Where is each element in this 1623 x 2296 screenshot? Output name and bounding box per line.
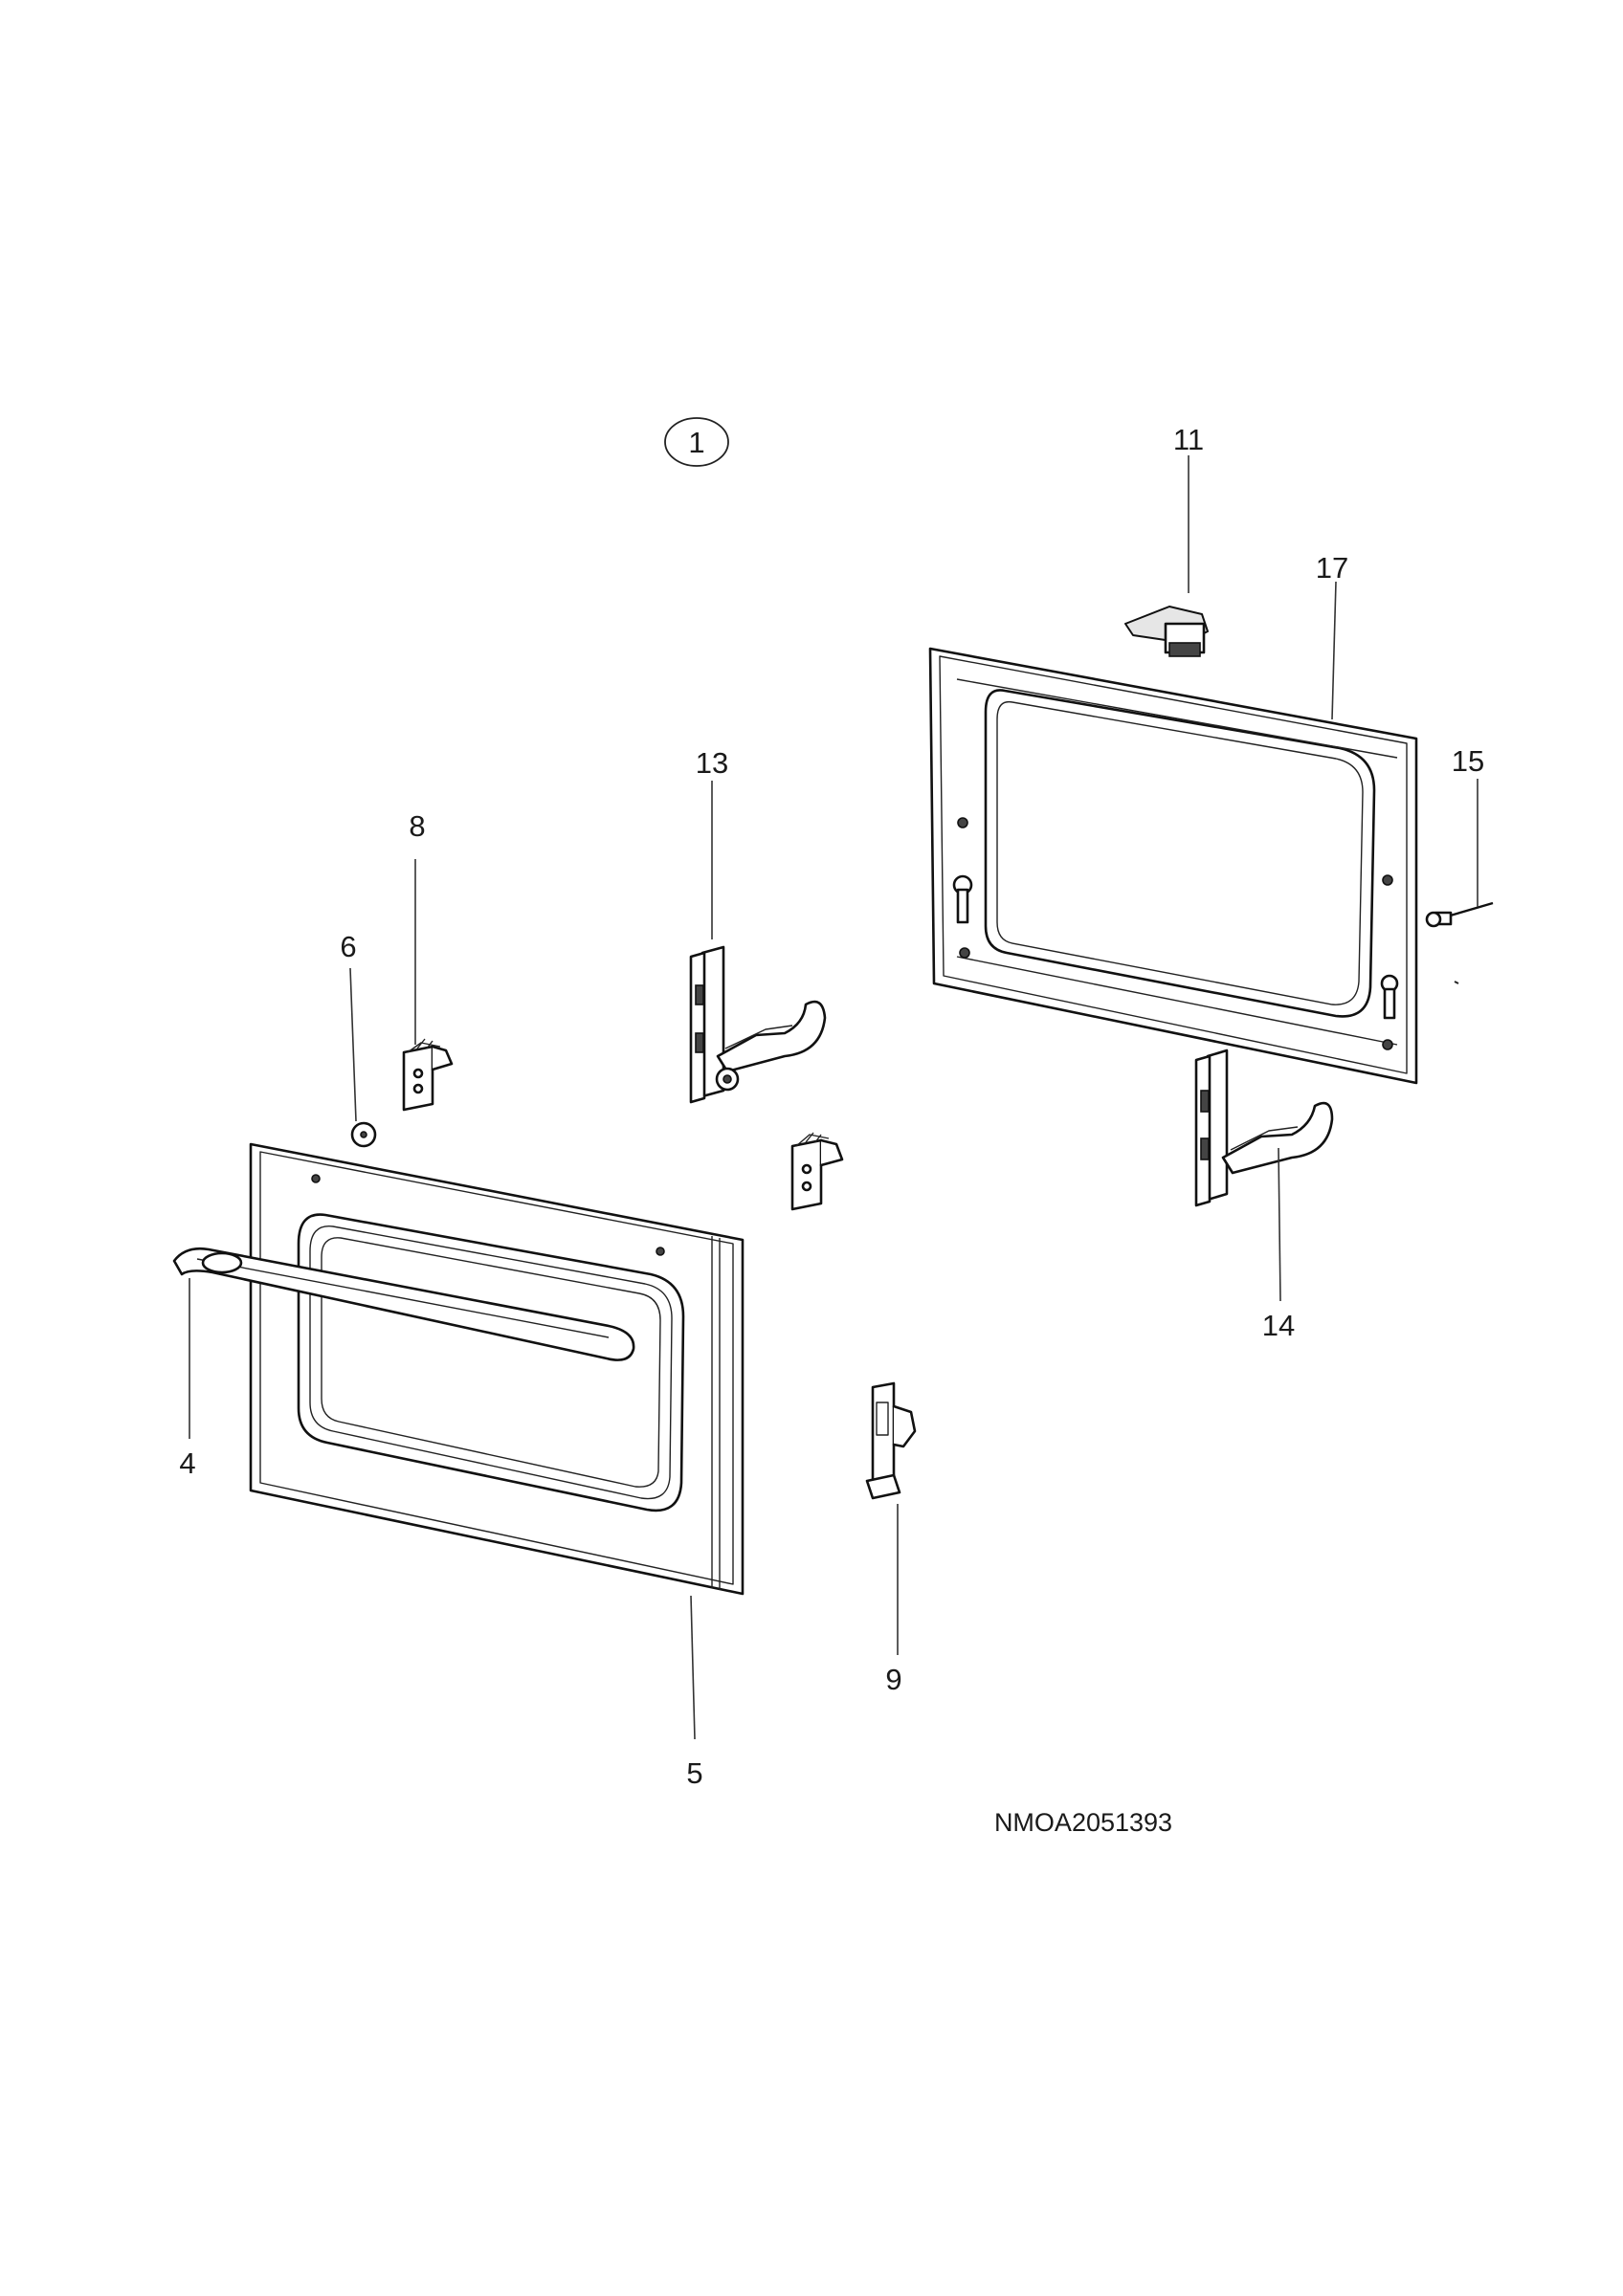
label-part-11: 11 (1173, 423, 1204, 456)
part-11-clip (1124, 606, 1209, 657)
part-6-washer (350, 1121, 377, 1148)
part-15-screw (1425, 901, 1494, 984)
part-14-hinge (1194, 1049, 1334, 1207)
part-9-latch (865, 1381, 917, 1500)
label-part-6: 6 (340, 930, 356, 963)
label-part-5: 5 (686, 1756, 702, 1790)
label-part-4: 4 (179, 1446, 195, 1480)
part-13-hinge (689, 945, 827, 1104)
group-marker: 1 (664, 417, 729, 467)
part-17-inner-door-frame (928, 647, 1418, 1085)
label-part-15: 15 (1452, 744, 1484, 778)
part-8-bracket (402, 1038, 454, 1112)
bracket-unlabeled (790, 1132, 844, 1211)
label-part-8: 8 (409, 809, 425, 843)
part-labels: 11 17 15 13 8 6 4 14 9 5 (179, 423, 1484, 1790)
label-part-17: 17 (1316, 551, 1348, 585)
group-number: 1 (688, 426, 704, 459)
leader-lines (189, 455, 1478, 1740)
drawing-code: NMOA2051393 (994, 1808, 1172, 1837)
part-4-handle (172, 1247, 635, 1361)
label-part-9: 9 (885, 1663, 901, 1696)
label-part-13: 13 (696, 746, 728, 780)
label-part-14: 14 (1262, 1309, 1295, 1342)
part-5-door-panel (249, 1142, 745, 1596)
